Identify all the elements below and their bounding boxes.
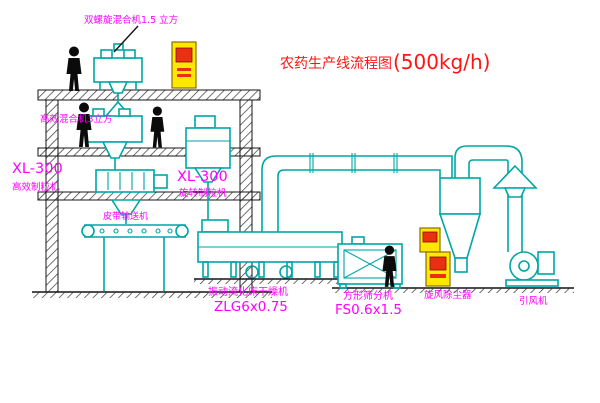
vibration-motor [279,265,293,279]
exhaust-duct [261,153,453,232]
label-dryer-model: ZLG6x0.75 [214,299,288,315]
capacity-label: (500kg/h) [393,50,490,74]
label-top-mixer: 双螺旋混合机1.5 立方 [84,14,178,26]
fan-base [505,279,559,287]
label-dryer-name: 振动流化床干燥机 [208,285,288,298]
worker-figure [66,46,82,91]
duct-flanges [309,153,398,173]
sifter-inlet [351,236,365,245]
dryer-inlet [201,219,229,233]
label-second-mixer: 高效混合机3立方 [40,113,113,125]
label-belt-conveyor: 皮带输送机 [103,210,148,222]
label-left-granulator-name: 高效制粒机 [12,181,60,193]
label-cyclone: 旋风除尘器 [424,289,472,301]
granulator-motor [153,174,168,189]
fluid-bed-dryer [194,219,353,284]
rotary-granulator [185,115,231,220]
label-leader-line [113,25,139,53]
ground-hatch-right [332,287,574,293]
exhaust-stack [454,145,538,252]
rain-cap-collar [503,187,527,198]
control-cabinet-lower [425,251,451,287]
control-cabinet-top [171,41,197,89]
label-rotary-granulator-name: 旋转制粒机 [179,187,227,199]
worker-figure [150,106,165,148]
top-mixer [93,43,143,117]
induced-draft-fan [505,251,559,287]
fan-motor [537,251,555,275]
granulator [95,169,168,224]
label-rotary-granulator-model: XL-300 [177,169,228,185]
rotary-granulator-motor [194,115,216,129]
vibration-motor [245,265,259,279]
cyclone-separator [438,177,482,273]
label-sifter-model: FS0.6x1.5 [335,302,402,318]
cyclone-dust-outlet [454,257,468,273]
page-title: 农药生产线流程图 [280,56,392,72]
belt-conveyor [81,224,189,291]
label-sifter-name: 方形筛分机 [343,289,393,302]
label-left-granulator-model: XL-300 [12,161,63,177]
control-cabinet-small [419,227,441,253]
ground-hatch-left [32,291,272,298]
label-fan: 引风机 [519,295,548,307]
rain-cap [492,164,538,189]
